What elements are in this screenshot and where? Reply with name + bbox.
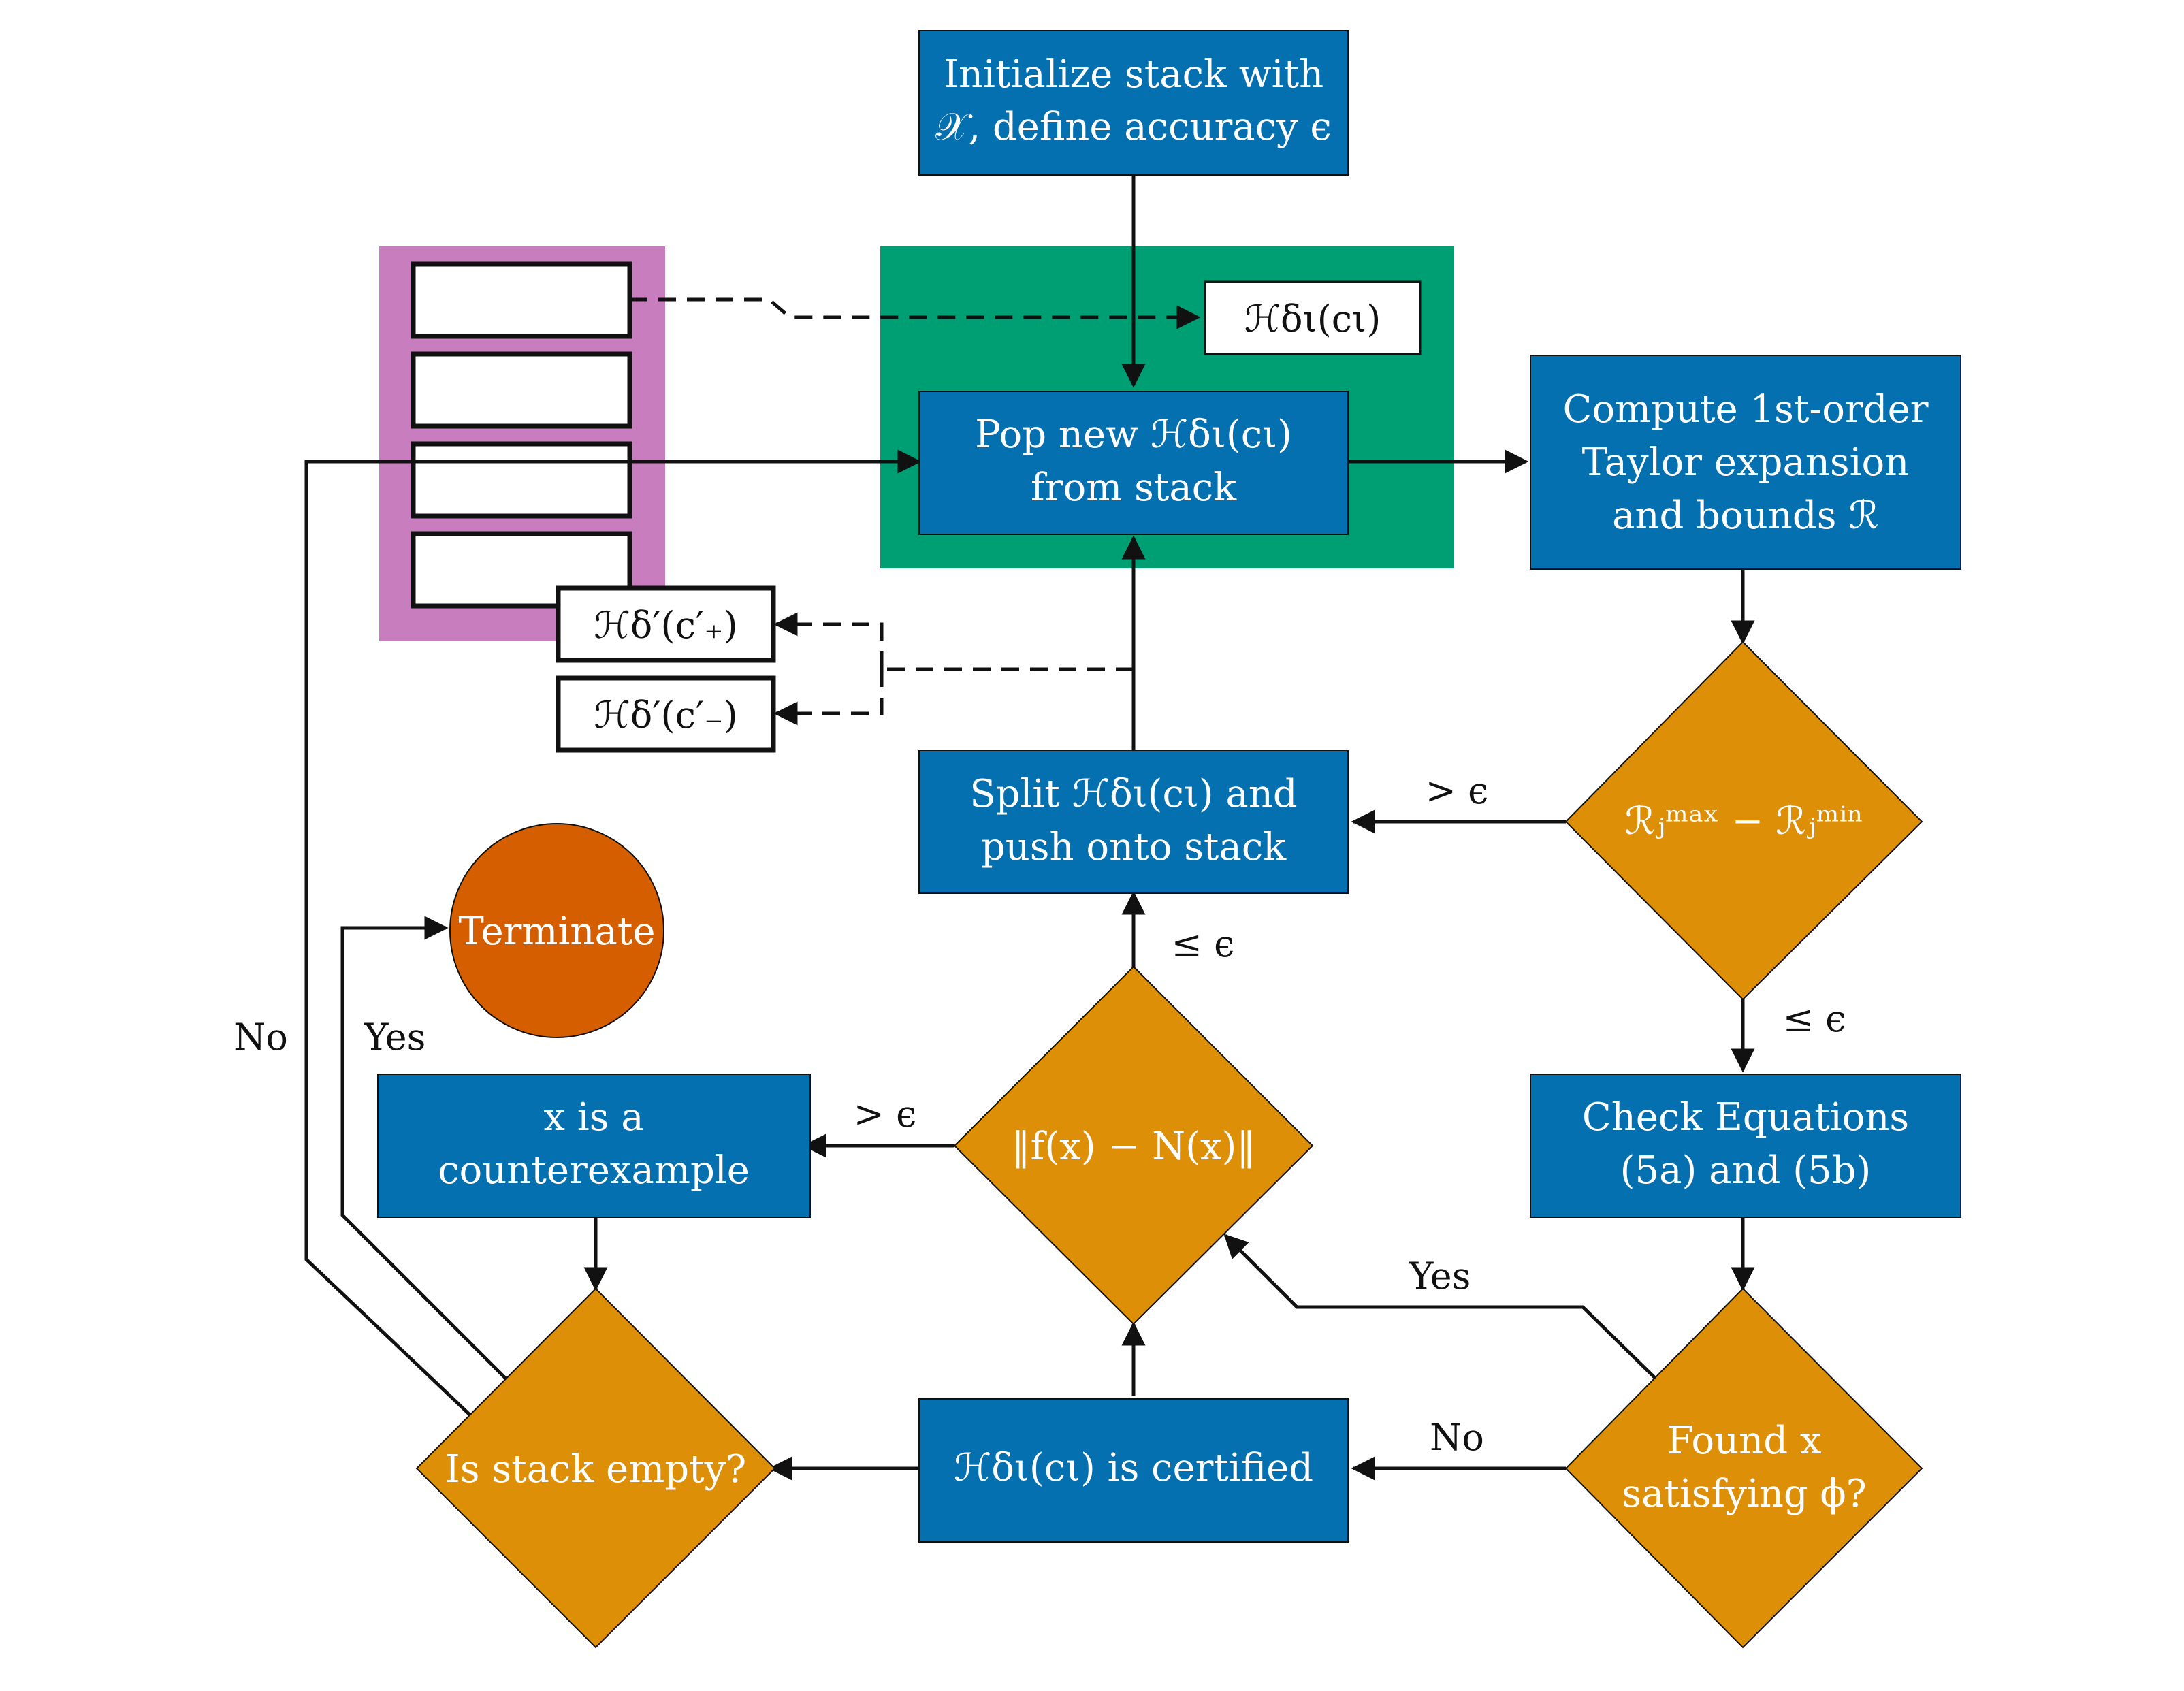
remainder-decision: ℛⱼᵐᵃˣ − ℛⱼᵐⁱⁿ (1564, 641, 1923, 1001)
check-equations-node: Check Equations (5a) and (5b) (1530, 1074, 1961, 1218)
current-box: ℋδι(cι) (1204, 280, 1422, 355)
counterexample-node: x is a counterexample (377, 1074, 811, 1218)
pop-line-1: Pop new ℋδι(cι) (975, 413, 1292, 457)
label-yes-stack: Yes (364, 1016, 426, 1059)
current-box-label: ℋδι(cι) (1244, 297, 1381, 340)
certified-label: ℋδι(cι) is certified (954, 1446, 1313, 1490)
child-minus-label: ℋδ′(c′₋) (594, 694, 737, 737)
split-line-1: Split ℋδι(cι) and (969, 772, 1297, 816)
edge-dashed-to-child-plus (773, 612, 884, 669)
taylor-line-3: and bounds ℛ (1612, 494, 1879, 538)
label-le-eps-split: ≤ ϵ (1172, 922, 1235, 965)
taylor-line-2: Taylor expansion (1582, 440, 1910, 485)
init-line-1: Initialize stack with (944, 52, 1323, 97)
label-no-stack: No (234, 1016, 288, 1059)
init-line-2: 𝒳, define accuracy ϵ (935, 105, 1332, 149)
error-label: ‖f(x) − N(x)‖ (1012, 1125, 1256, 1169)
label-yes-found: Yes (1409, 1255, 1471, 1298)
remainder-label: ℛⱼᵐᵃˣ − ℛⱼᵐⁱⁿ (1625, 799, 1864, 843)
found-line-2: satisfying ϕ? (1622, 1472, 1866, 1516)
edge-stack-empty-yes (340, 916, 507, 1380)
edge-stack-empty-no (304, 449, 922, 1416)
label-gt-eps-split: > ϵ (1426, 769, 1489, 812)
found-line-1: Found x (1667, 1419, 1822, 1463)
taylor-line-1: Compute 1st-order (1562, 387, 1928, 432)
counterexample-line-2: counterexample (438, 1148, 750, 1193)
stack-slot (411, 441, 632, 519)
edge-found-to-error (1223, 1234, 1657, 1380)
pop-line-2: from stack (1031, 466, 1237, 510)
split-node: Split ℋδι(cι) and push onto stack (918, 750, 1349, 894)
check-eq-line-1: Check Equations (1582, 1095, 1909, 1140)
counterexample-line-1: x is a (543, 1095, 643, 1140)
taylor-node: Compute 1st-order Taylor expansion and b… (1530, 355, 1961, 570)
found-decision: Found x satisfying ϕ? (1564, 1287, 1923, 1649)
terminate-label: Terminate (458, 909, 655, 954)
edge-dashed-to-child-minus (773, 669, 884, 726)
label-no-found: No (1430, 1416, 1484, 1459)
check-eq-line-2: (5a) and (5b) (1620, 1148, 1872, 1193)
stack-empty-label: Is stack empty? (445, 1447, 747, 1492)
init-node: Initialize stack with 𝒳, define accuracy… (918, 30, 1349, 176)
child-minus-box: ℋδ′(c′₋) (556, 675, 776, 753)
terminate-node: Terminate (449, 823, 664, 1038)
split-line-2: push onto stack (981, 825, 1287, 869)
pop-node: Pop new ℋδι(cι) from stack (918, 391, 1349, 535)
label-le-eps-check: ≤ ϵ (1783, 997, 1846, 1040)
child-plus-box: ℋδ′(c′₊) (556, 585, 776, 663)
stack-slot (411, 351, 632, 429)
label-gt-eps-counter: > ϵ (854, 1093, 917, 1136)
error-decision: ‖f(x) − N(x)‖ (953, 965, 1314, 1325)
stack-empty-decision: Is stack empty? (415, 1287, 776, 1649)
stack-slot (411, 261, 632, 339)
edge-dashed-stack-to-current (630, 297, 1201, 329)
certified-node: ℋδι(cι) is certified (918, 1398, 1349, 1543)
child-plus-label: ℋδ′(c′₊) (594, 604, 737, 647)
